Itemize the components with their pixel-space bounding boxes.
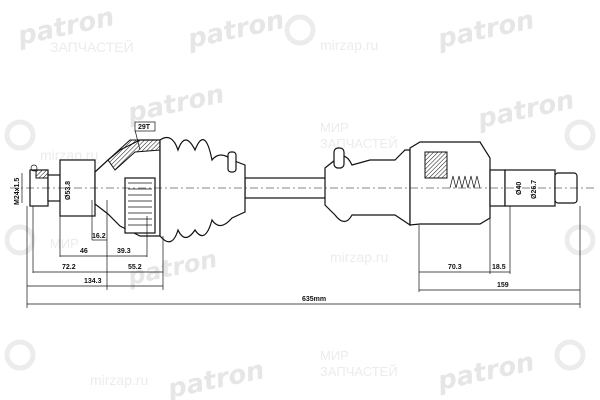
inner-joint-housing [409,141,491,226]
watermark-text: mirzap.ru [320,37,378,53]
drive-shaft [10,137,595,243]
dim-72-2: 72.2 [62,264,76,271]
pin-logo-icon [4,119,36,151]
watermark-text: ЗАПЧАСТЕЙ [320,364,398,379]
watermark-text: ЗАПЧАСТЕЙ [320,136,398,151]
watermark-logo: patron [434,5,537,55]
dim-70-3: 70.3 [448,264,462,271]
watermark-text: mirzap.ru [40,147,98,163]
outer-diameter-label: Ø53.8 [65,181,72,200]
inner-diameter-2-label: Ø26.7 [531,180,538,199]
spline-teeth [128,182,152,226]
watermark-text: МИР [320,348,349,363]
watermark-text: ЗАПЧАСТЕЙ [50,38,134,55]
dimension-lines: 29T M24x1.5 Ø53.8 16.2 46 39.3 72.2 55.2… [14,121,581,308]
spring [449,175,481,189]
pin-logo-icon [554,339,586,371]
teeth-count-label: 29T [138,124,151,131]
dim-159: 159 [497,282,509,289]
total-length-label: 635mm [302,296,326,303]
pin-logo-icon [564,119,596,151]
dim-39-3: 39.3 [117,248,131,255]
pin-logo-icon [4,339,36,371]
dim-18-5: 18.5 [492,264,506,271]
inner-diameter-1-label: Ø40 [516,182,523,195]
watermark-text: МИР [320,120,349,135]
watermark-text: МИР [50,236,79,251]
watermark-logo: patron [434,347,537,397]
watermark-logo: patron [184,5,287,55]
dim-134-3: 134.3 [84,278,102,285]
left-boot [159,137,246,243]
watermark-text: mirzap.ru [90,372,148,388]
thread-label: M24x1.5 [14,178,21,205]
dim-55-2: 55.2 [128,264,142,271]
watermark-logo: patron [474,85,577,135]
pin-logo-icon [284,14,316,46]
pin-logo-icon [4,224,36,256]
watermark-logo: patron [124,79,227,129]
watermark-logo: patron [164,355,267,400]
dim-46: 46 [80,248,88,255]
watermark-text: mirzap.ru [330,249,388,265]
dim-16-2: 16.2 [92,233,106,240]
